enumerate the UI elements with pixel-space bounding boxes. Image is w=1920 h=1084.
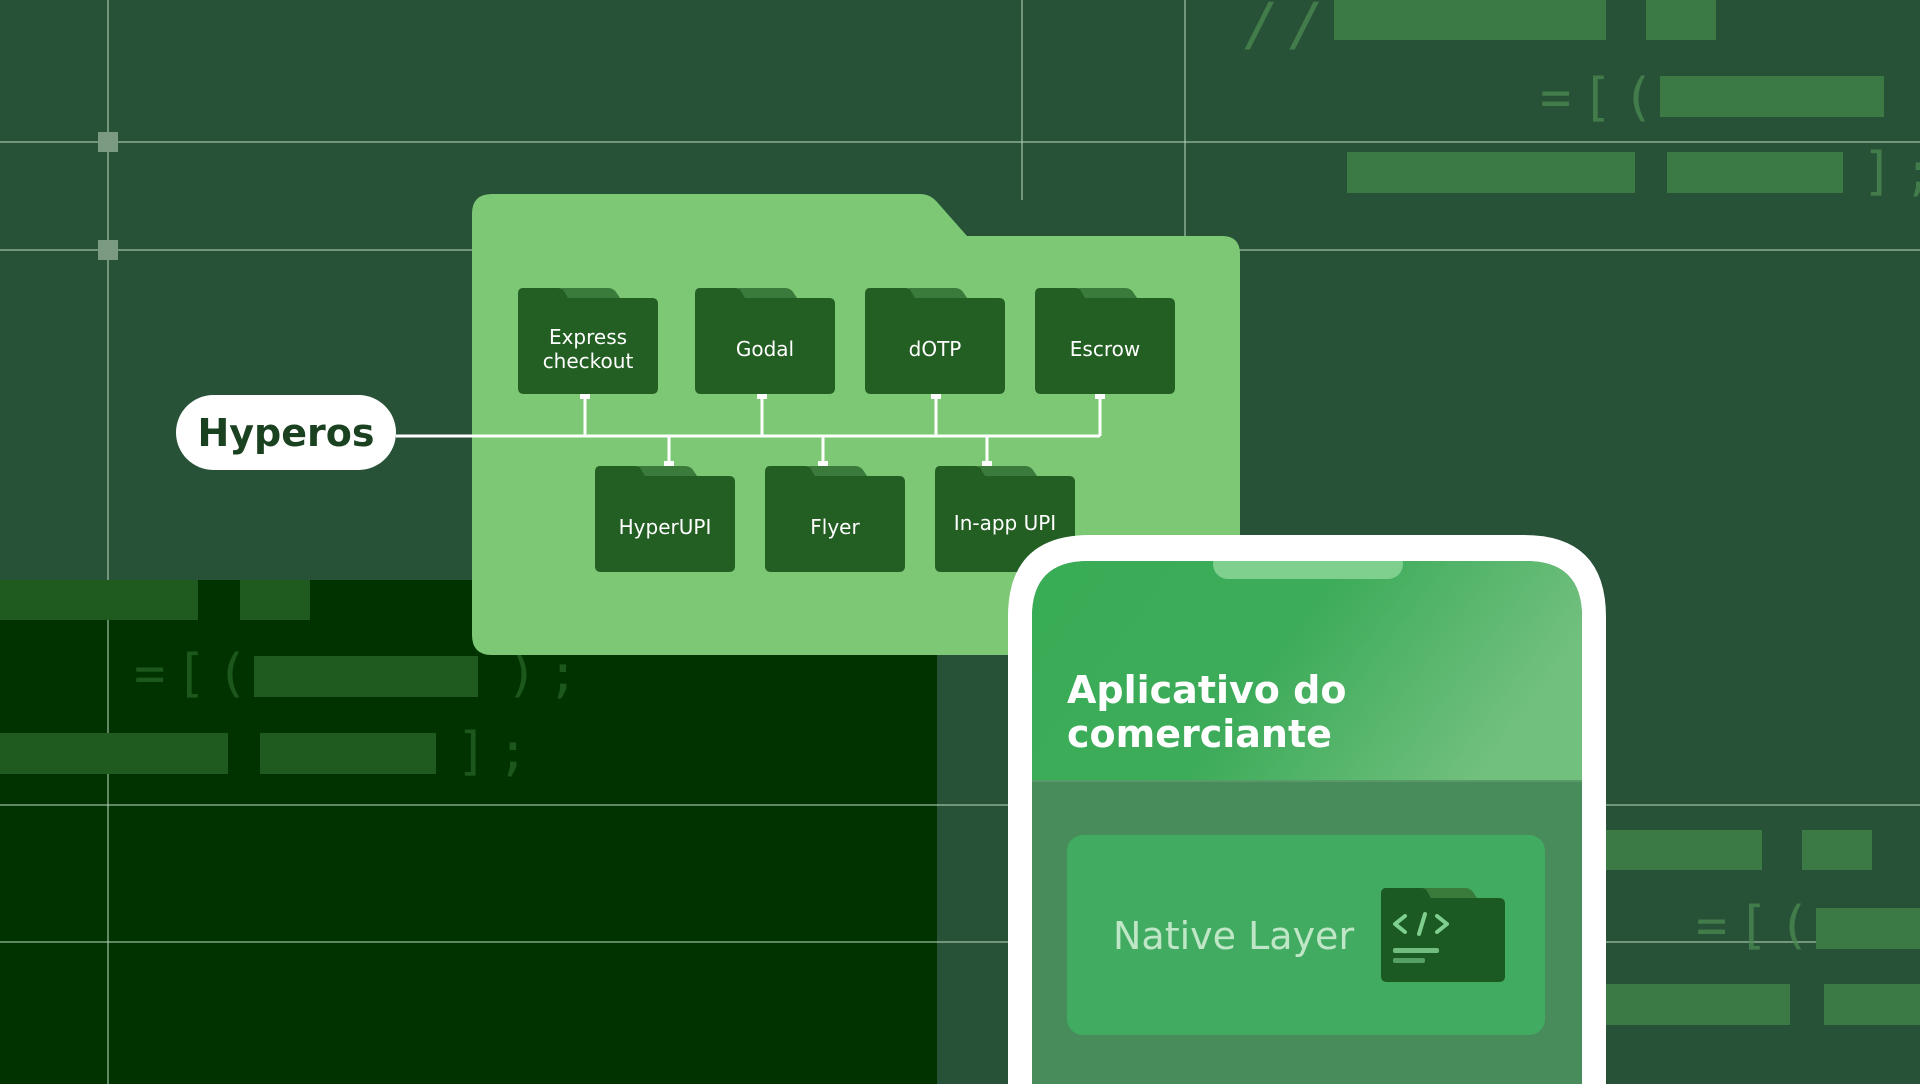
module-label: dOTP	[908, 337, 962, 361]
module-folder-dotp: dOTP	[865, 288, 1005, 394]
module-folder-flyer: Flyer	[765, 466, 905, 572]
hub-pill-hyperos: Hyperos	[176, 395, 396, 470]
folder-icon	[865, 288, 1005, 394]
code-block	[1646, 0, 1716, 40]
grid-line	[0, 941, 1920, 943]
module-label: Flyer	[810, 515, 860, 539]
code-block	[1824, 984, 1920, 1025]
code-block	[1660, 76, 1884, 117]
grid-line	[0, 804, 1920, 806]
grid-line	[0, 141, 1920, 143]
code-block	[1802, 830, 1872, 870]
code-block	[0, 580, 198, 620]
folder-icon	[518, 288, 658, 394]
folder-icon	[935, 466, 1075, 572]
folder-icon	[695, 288, 835, 394]
code-block	[1667, 152, 1843, 193]
code-block	[254, 656, 478, 697]
hub-label: Hyperos	[197, 410, 375, 455]
module-folder-express-checkout: Express checkout	[518, 288, 658, 394]
module-folder-hyperupi: HyperUPI	[595, 466, 735, 572]
code-block	[260, 733, 436, 774]
folder-icon	[595, 466, 735, 572]
code-syntax: ];	[456, 722, 539, 782]
code-block	[1600, 830, 1762, 870]
grid-node	[98, 132, 118, 152]
module-folder-in-app-upi: In-app UPI	[935, 466, 1075, 572]
code-folder-icon	[1381, 888, 1505, 982]
grid-line	[1184, 0, 1186, 240]
module-label: Escrow	[1069, 337, 1141, 361]
code-block	[1347, 152, 1635, 193]
grid-line	[107, 0, 109, 1084]
code-syntax: =[(	[1540, 68, 1664, 128]
code-block	[240, 580, 310, 620]
folder-icon	[765, 466, 905, 572]
module-label: HyperUPI	[618, 515, 712, 539]
module-folder-escrow: Escrow	[1035, 288, 1175, 394]
code-block	[1600, 984, 1790, 1025]
module-label: In-app UPI	[953, 511, 1057, 535]
grid-line	[1021, 0, 1023, 200]
module-label: Express checkout	[542, 325, 634, 373]
native-layer-label: Native Layer	[1113, 914, 1355, 958]
module-label: Godal	[735, 337, 795, 361]
module-folder-godal: Godal	[695, 288, 835, 394]
code-block	[1334, 0, 1606, 40]
code-comment: //	[1244, 0, 1334, 58]
code-syntax: ];	[1862, 142, 1920, 202]
phone-header-title: Aplicativo do comerciante	[1067, 668, 1347, 756]
folder-icon	[1035, 288, 1175, 394]
code-block	[0, 733, 228, 774]
grid-node	[98, 240, 118, 260]
code-syntax: =[(	[134, 644, 258, 704]
code-syntax: =[(	[1696, 896, 1820, 956]
code-block	[1816, 908, 1920, 949]
